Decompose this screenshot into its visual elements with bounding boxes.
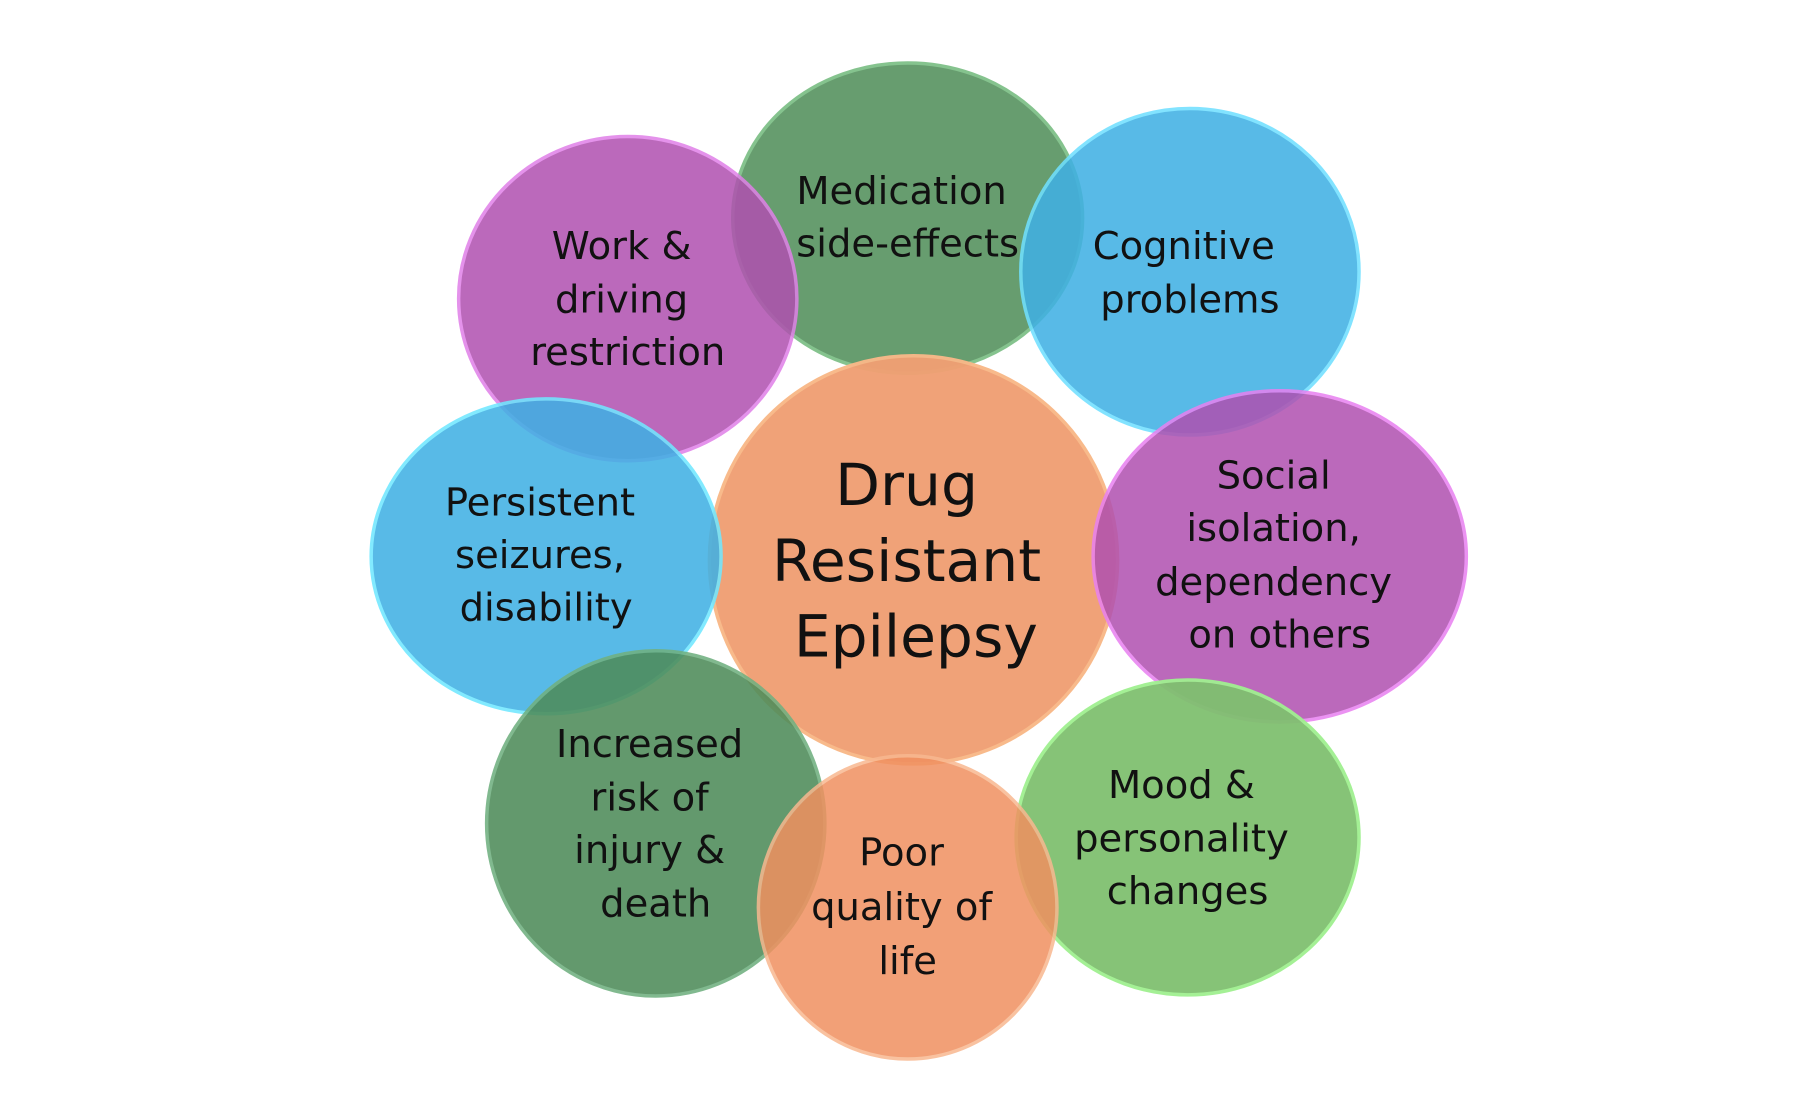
label-medication: Medication side-effects [796,169,1019,266]
label-persistent: Persistent seizures, disability [445,481,648,631]
label-mood: Mood & personality changes [1074,763,1301,914]
bubble-cognitive [1019,106,1361,437]
label-quality: Poor quality of life [811,830,1004,983]
label-cognitive: Cognitive problems [1093,224,1287,323]
label-work: Work & driving restriction [530,224,725,375]
label-social: Social isolation, dependency on others [1155,454,1404,658]
label-center: Drug Resistant Epilepsy [772,451,1060,671]
bubble-social [1091,388,1469,724]
bubble-quality [756,754,1059,1061]
label-injury: Increased risk of injury & death [556,722,755,927]
